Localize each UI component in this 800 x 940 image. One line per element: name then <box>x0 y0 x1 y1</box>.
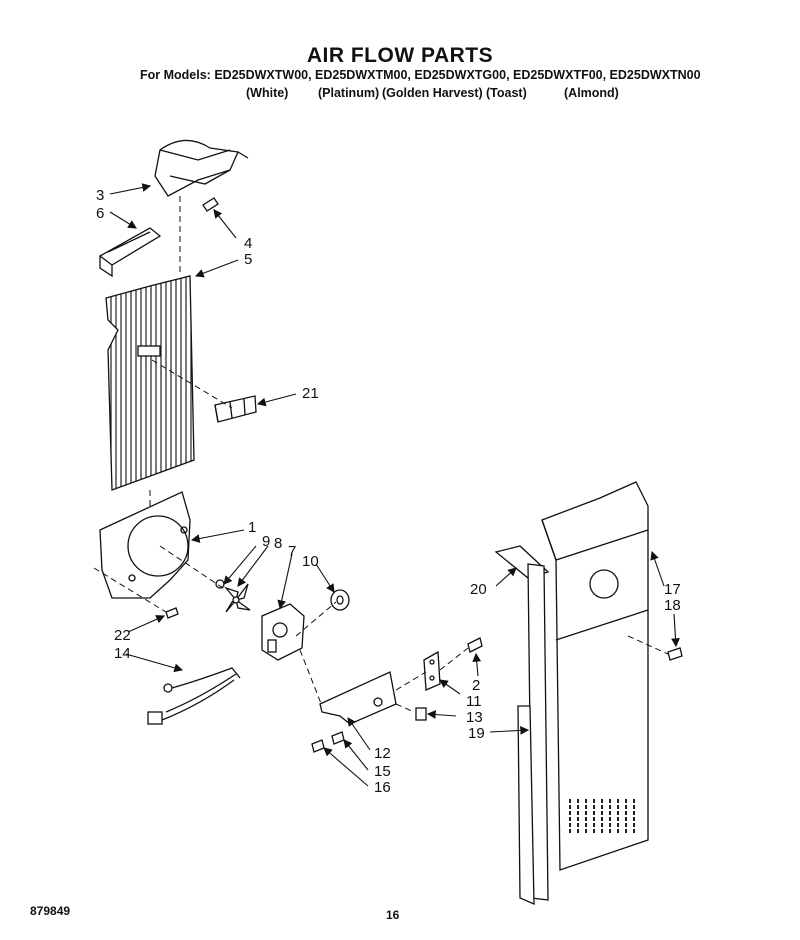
duct-cover-tall-part <box>517 563 549 905</box>
screw-part-16 <box>311 739 325 753</box>
fan-blade-part <box>224 583 251 613</box>
callout-11: 11 <box>466 693 482 710</box>
page-number: 16 <box>386 908 400 922</box>
wire-harness-part <box>147 667 241 725</box>
callout-16: 16 <box>374 779 391 796</box>
color-golden-harvest: (Golden Harvest) <box>382 86 483 100</box>
callout-7: 7 <box>288 543 296 560</box>
callout-22: 22 <box>114 627 131 644</box>
grommet-part <box>330 589 350 611</box>
screw-part-22 <box>165 607 179 619</box>
callout-8: 8 <box>274 535 282 552</box>
alignment-lines <box>93 196 669 713</box>
damper-block-part <box>214 395 257 423</box>
callout-20: 20 <box>470 581 487 598</box>
callout-2: 2 <box>472 677 480 694</box>
callout-9: 9 <box>262 533 270 550</box>
callout-labels: 3 6 4 5 21 1 9 8 7 10 22 14 2 11 13 19 1… <box>96 187 681 796</box>
callout-19: 19 <box>468 725 485 742</box>
motor-bracket-part <box>319 671 397 725</box>
retainer-part <box>415 707 427 721</box>
models-line: For Models: ED25DWXTW00, ED25DWXTM00, ED… <box>140 68 701 82</box>
screw-part-15 <box>331 731 345 745</box>
screw-part-2 <box>467 637 483 653</box>
screw-part-4 <box>202 197 219 212</box>
fan-motor-part <box>261 603 305 661</box>
callout-15: 15 <box>374 763 391 780</box>
callout-1: 1 <box>248 519 256 536</box>
page-title: AIR FLOW PARTS <box>306 44 494 67</box>
air-duct-panel-part <box>105 275 195 491</box>
callout-3: 3 <box>96 187 104 204</box>
grille-insert-part <box>98 227 162 278</box>
callout-10: 10 <box>302 553 319 570</box>
color-toast: (Toast) <box>486 86 527 100</box>
callout-4: 4 <box>244 235 252 252</box>
document-number: 879849 <box>30 904 71 918</box>
callout-18: 18 <box>664 597 681 614</box>
color-platinum: (Platinum) <box>318 86 380 100</box>
models-list: ED25DWXTW00, ED25DWXTM00, ED25DWXTG00, E… <box>214 68 701 82</box>
thermistor-clip-part <box>423 650 441 691</box>
callout-17: 17 <box>664 581 681 598</box>
callout-14: 14 <box>114 645 131 662</box>
callout-21: 21 <box>302 385 319 402</box>
callout-13: 13 <box>466 709 483 726</box>
nut-part-9 <box>215 579 225 589</box>
models-label: For Models: <box>140 68 211 82</box>
callout-12: 12 <box>374 745 391 762</box>
callout-6: 6 <box>96 205 104 222</box>
color-almond: (Almond) <box>564 86 619 100</box>
leader-arrows <box>109 183 680 787</box>
control-housing-part <box>541 481 649 871</box>
duct-cover-part <box>154 139 249 197</box>
callout-5: 5 <box>244 251 252 268</box>
screw-part-18 <box>667 647 683 661</box>
fan-shroud-part <box>99 491 191 599</box>
color-white: (White) <box>246 86 289 100</box>
